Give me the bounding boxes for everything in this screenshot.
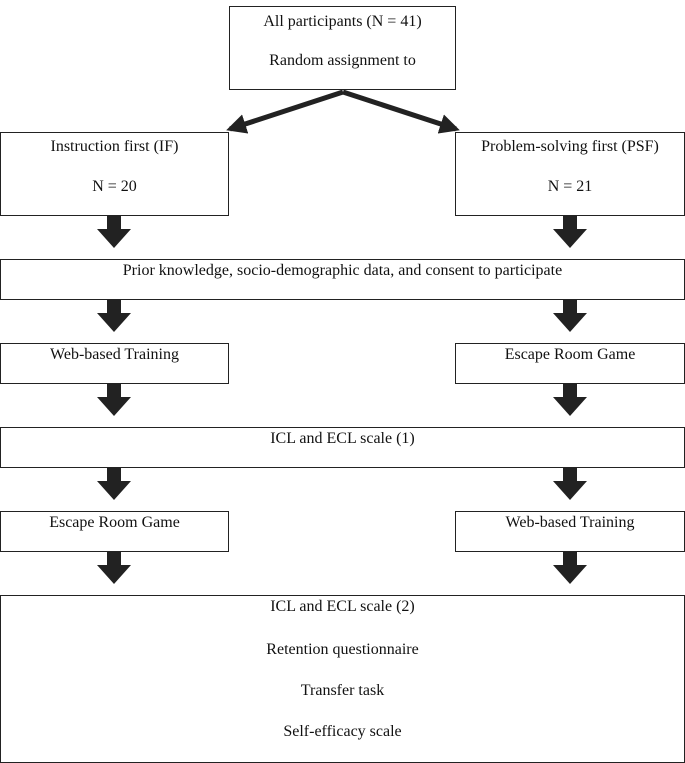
down-arrow-icon [97,468,131,500]
down-arrow-icon [553,468,587,500]
down-arrow-icon [553,552,587,584]
final-measures-box: ICL and ECL scale (2) Retention question… [0,595,685,763]
final-item-transfer: Transfer task [300,682,385,699]
instruction-first-label: Instruction first (IF) [50,138,179,155]
prior-knowledge-label: Prior knowledge, socio-demographic data,… [122,262,563,279]
instruction-first-n: N = 20 [92,178,137,195]
problem-solving-first-box: Problem-solving first (PSF) N = 21 [455,132,685,216]
problem-solving-first-label: Problem-solving first (PSF) [481,138,659,155]
down-arrow-icon [553,384,587,416]
right-step-a-box: Escape Room Game [455,343,685,384]
all-participants-box: All participants (N = 41) Random assignm… [229,6,456,90]
down-arrow-icon [97,216,131,248]
right-step-b-box: Web-based Training [455,511,685,552]
all-participants-label: All participants (N = 41) [263,13,422,30]
left-step-b-label: Escape Room Game [49,514,180,531]
final-item-scale-2: ICL and ECL scale (2) [270,598,415,615]
down-arrow-icon [553,216,587,248]
left-step-b-box: Escape Room Game [0,511,229,552]
left-step-a-box: Web-based Training [0,343,229,384]
left-step-a-label: Web-based Training [50,346,179,363]
down-arrow-icon [97,300,131,332]
prior-knowledge-box: Prior knowledge, socio-demographic data,… [0,259,685,300]
final-item-retention: Retention questionnaire [266,641,419,658]
scale-1-box: ICL and ECL scale (1) [0,427,685,468]
right-step-a-label: Escape Room Game [504,346,636,363]
problem-solving-first-n: N = 21 [547,178,593,195]
instruction-first-box: Instruction first (IF) N = 20 [0,132,229,216]
down-arrow-icon [97,552,131,584]
split-arrow-right [342,89,460,134]
final-item-self-efficacy: Self-efficacy scale [283,723,402,740]
down-arrow-icon [97,384,131,416]
random-assignment-label: Random assignment to [269,52,416,69]
down-arrow-icon [553,300,587,332]
scale-1-label: ICL and ECL scale (1) [270,430,415,447]
right-step-b-label: Web-based Training [505,514,635,531]
split-arrow-left [226,89,344,134]
